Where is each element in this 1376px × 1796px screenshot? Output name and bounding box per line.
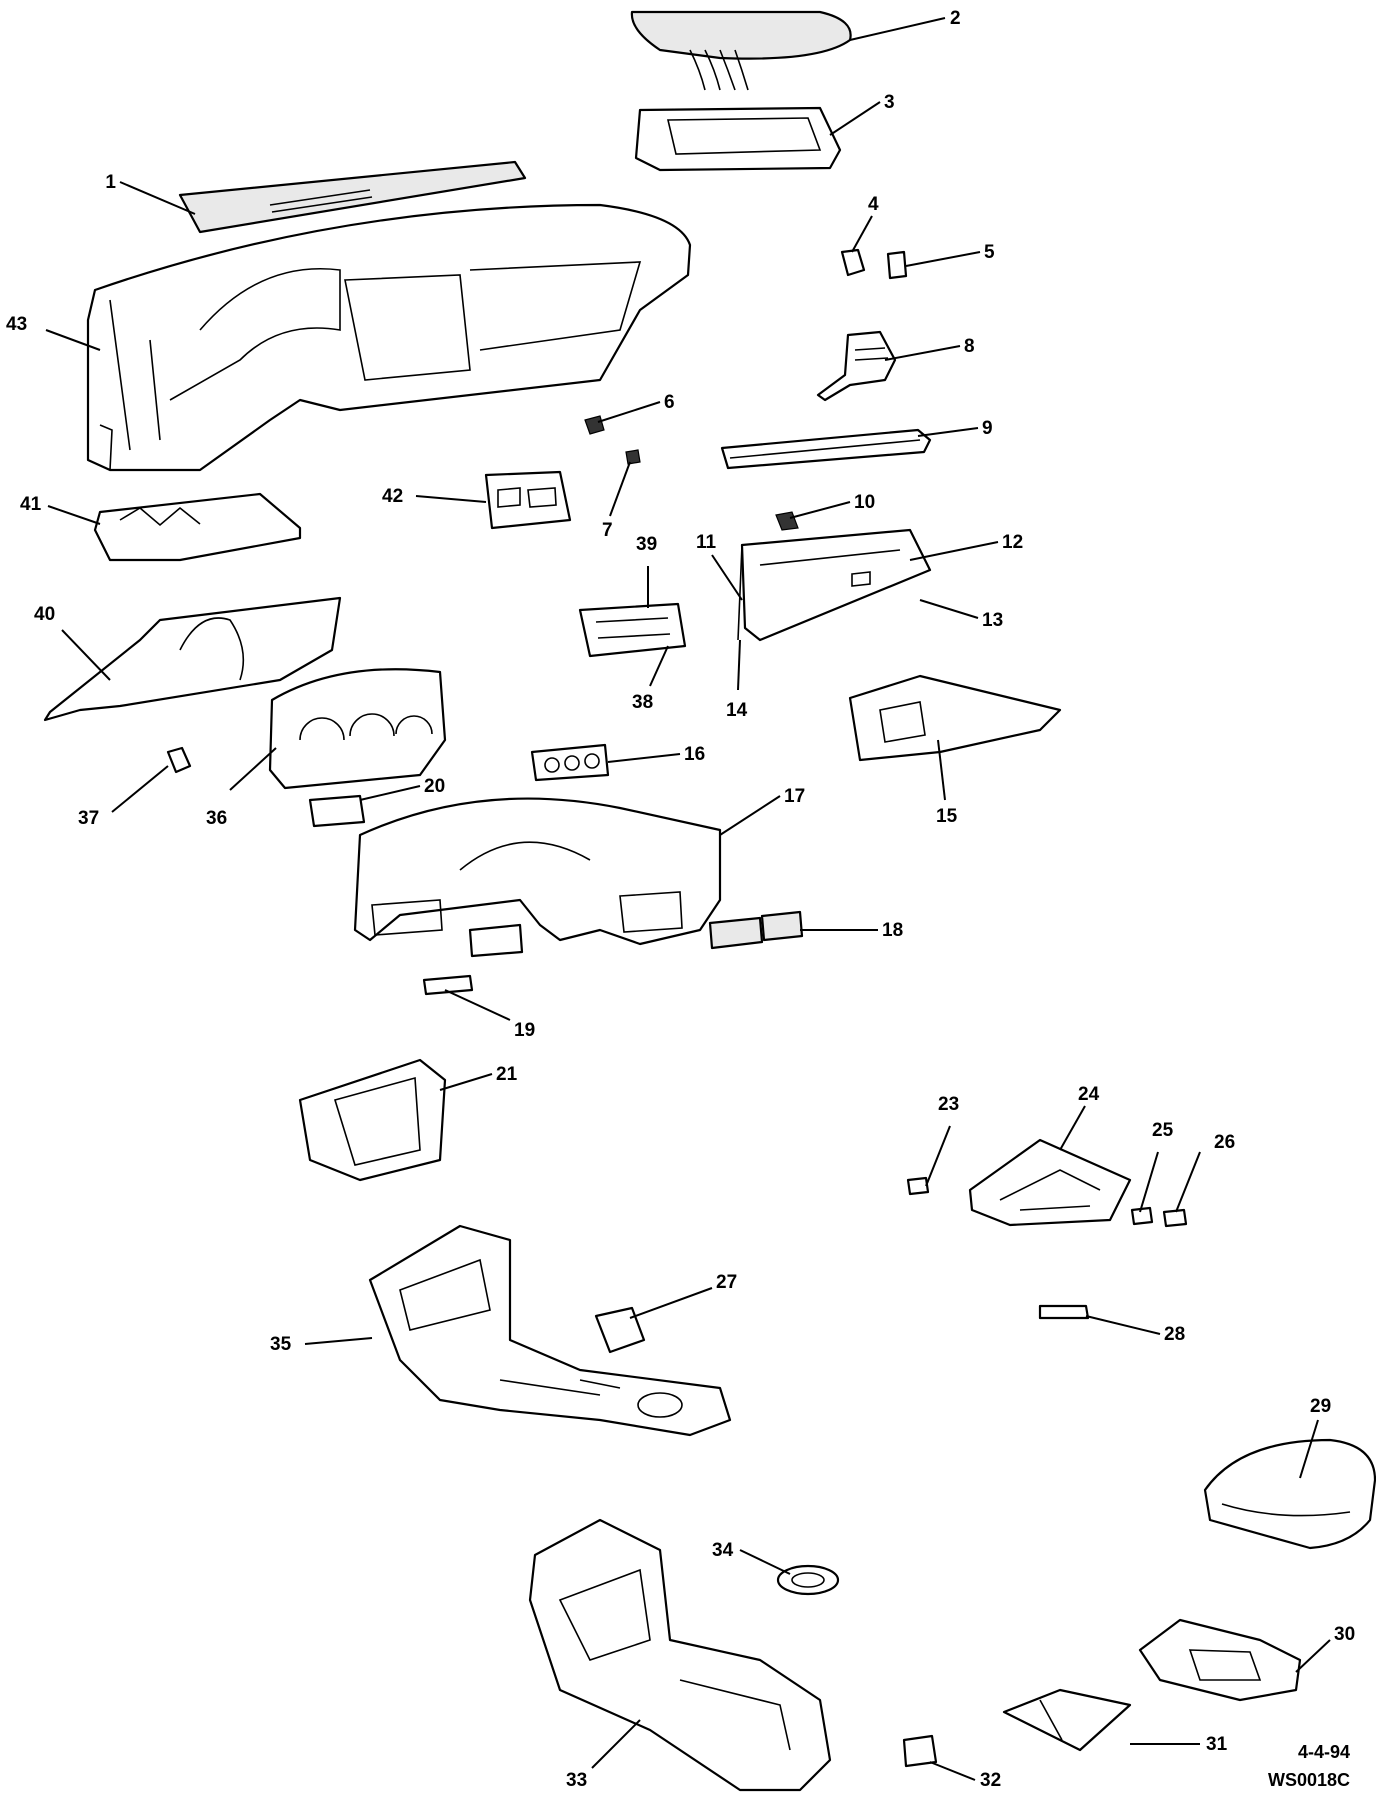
callout-41: 41 [20,494,42,515]
part-41-lower-trim [93,492,302,562]
callout-27: 27 [716,1272,737,1293]
callout-12: 12 [1002,532,1023,553]
callout-28: 28 [1164,1324,1185,1345]
callout-29: 29 [1310,1396,1331,1417]
callout-13: 13 [982,610,1003,631]
part-27-coin-holder [594,1306,646,1354]
callout-42: 42 [382,486,403,507]
callout-17: 17 [784,786,805,807]
part-37-bulb [166,746,192,774]
part-6-fastener [584,415,605,435]
part-20-switch [308,794,366,828]
drawing-stamp: 4-4-94 WS0018C [1268,1742,1350,1790]
part-9-trim-strip [720,428,932,470]
part-21-storage-bin [298,1058,447,1182]
callout-20: 20 [424,776,445,797]
callout-30: 30 [1334,1624,1355,1645]
callout-26: 26 [1214,1132,1235,1153]
part-11-14-glove-box [737,528,932,642]
part-7-fastener [625,449,641,465]
callout-23: 23 [938,1094,959,1115]
part-23-bolt [906,1176,930,1196]
callout-2: 2 [950,8,961,29]
part-38-39-ashtray [578,602,687,658]
part-15-bracket [848,674,1062,762]
part-19-plate [422,974,474,996]
part-30-armrest-base [1138,1618,1302,1702]
callout-4: 4 [868,194,879,215]
part-34-cup-ring [776,1564,840,1596]
part-18-vent-right [760,910,804,942]
part-28-strip [1038,1304,1090,1320]
callout-8: 8 [964,336,975,357]
part-5-bracket [886,250,908,280]
callout-3: 3 [884,92,895,113]
callout-36: 36 [206,808,227,829]
part-42-switch-module [484,470,572,530]
callout-11: 11 [696,532,717,553]
callout-32: 32 [980,1770,1001,1791]
part-40-knee-bolster [43,596,342,722]
callout-38: 38 [632,692,653,713]
callout-10: 10 [854,492,875,513]
part-36-instrument-cluster [268,668,447,790]
part-17-bezel [353,797,722,946]
callout-40: 40 [34,604,55,625]
callout-37: 37 [78,808,99,829]
stamp-date: 4-4-94 [1298,1742,1350,1762]
callout-25: 25 [1152,1120,1174,1141]
callout-6: 6 [664,392,675,413]
callout-14: 14 [726,700,748,721]
part-16-climate-control [530,743,610,782]
callout-33: 33 [566,1770,587,1791]
callout-5: 5 [984,242,995,263]
part-8-side-vent [816,330,897,402]
callout-43: 43 [6,314,27,335]
callout-15: 15 [936,806,958,827]
part-29-armrest [1203,1438,1376,1550]
callout-39: 39 [636,534,657,555]
part-vent-small [468,923,524,958]
callout-1: 1 [105,172,116,193]
part-10-clip [775,511,799,531]
callout-21: 21 [496,1064,518,1085]
part-33-console [528,1518,832,1792]
callout-9: 9 [982,418,993,439]
callout-7: 7 [602,520,613,541]
part-24-bracket [968,1138,1132,1227]
callout-24: 24 [1078,1084,1100,1105]
part-43-instrument-panel [86,203,692,472]
callout-16: 16 [684,744,705,765]
stamp-code: WS0018C [1268,1770,1350,1790]
part-2-airbag-cover [630,10,852,91]
part-31-pad [1002,1688,1132,1752]
part-32-clip [902,1734,938,1768]
part-4-clip [840,248,866,277]
callout-18: 18 [882,920,903,941]
part-18-vent-left [708,916,764,950]
callout-31: 31 [1206,1734,1228,1755]
part-25-nut [1130,1206,1154,1226]
part-3-airbag-housing [634,106,842,172]
leader-lines [45,17,1331,1781]
callout-19: 19 [514,1020,535,1041]
part-26-washer [1162,1208,1188,1228]
part-1-defroster-grille [178,160,527,234]
callout-35: 35 [270,1334,292,1355]
part-35-console-trim [368,1224,732,1437]
callout-34: 34 [712,1540,734,1561]
callout-labels: 1 2 3 4 5 6 7 8 9 10 11 12 13 14 15 16 1… [6,8,1355,1791]
